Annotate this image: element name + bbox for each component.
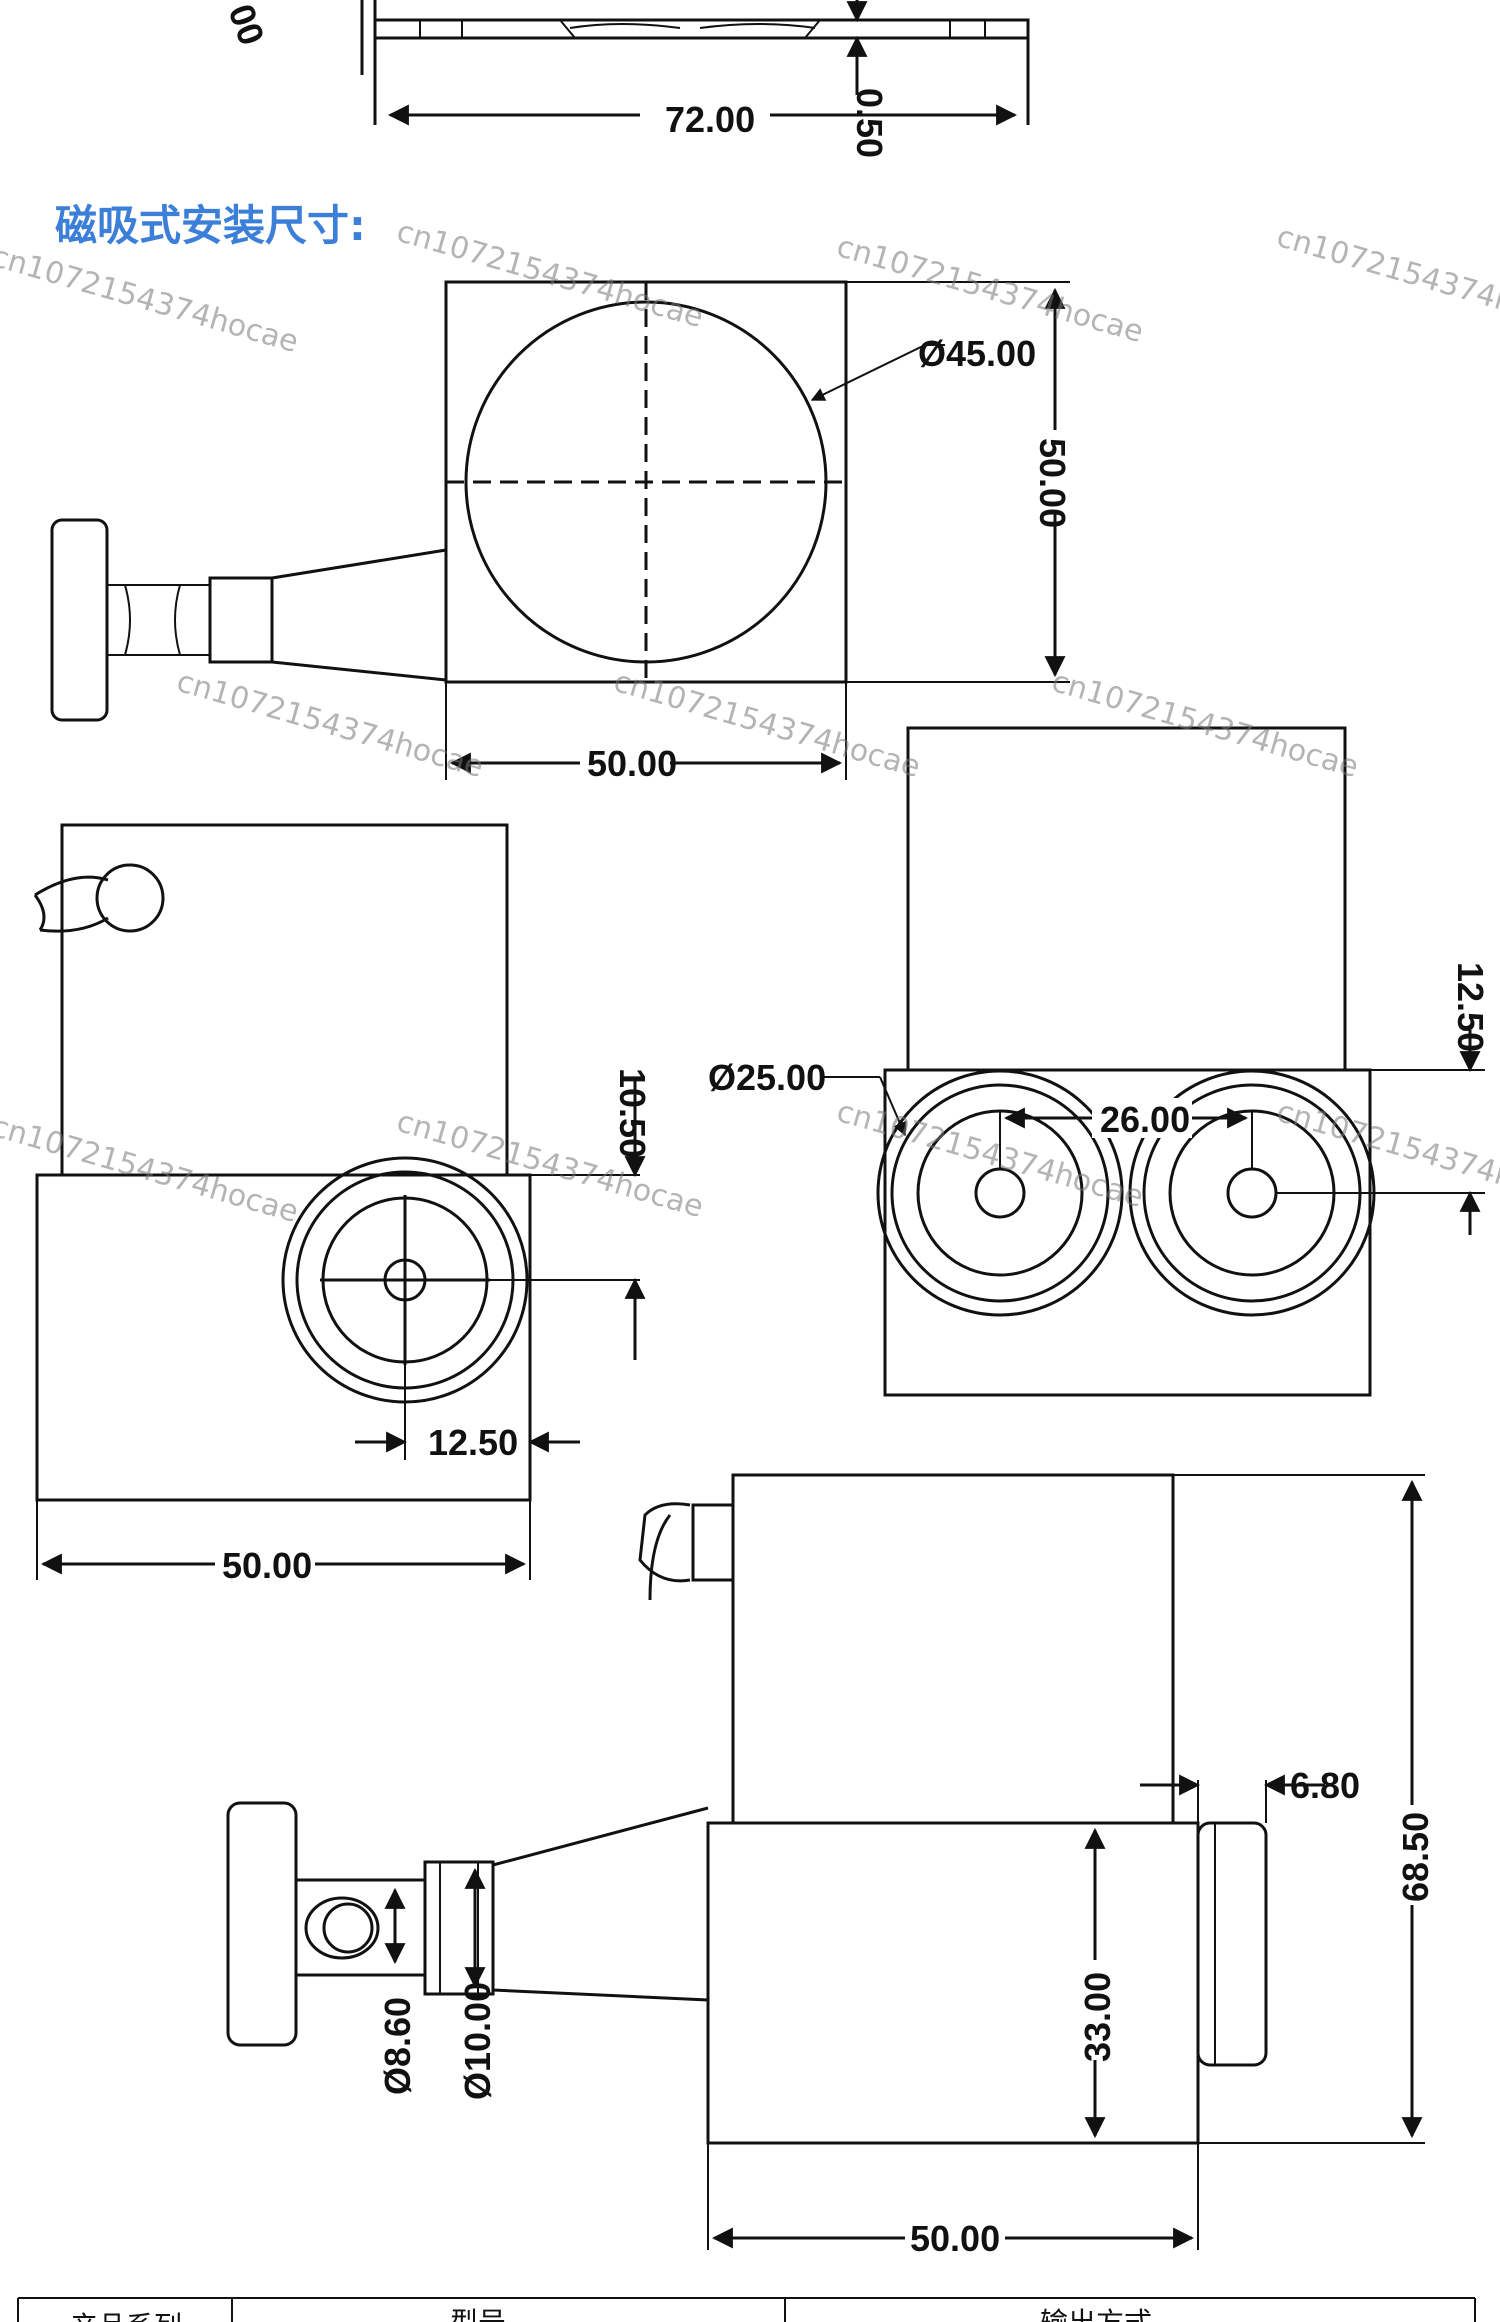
dim-center-height-10-5: 10.50: [612, 1068, 653, 1158]
dim-cable-inner-8-6: Ø8.60: [377, 1997, 418, 2095]
watermark: cn1072154374hocae: [0, 239, 302, 360]
table-header-series: 产品系列: [70, 2310, 182, 2322]
dim-width-50-front: 50.00: [910, 2218, 1000, 2259]
dim-diameter-25: Ø25.00: [708, 1057, 826, 1098]
watermark: cn1072154374hocae: [1273, 219, 1500, 340]
dim-plate-width: 72.00: [665, 99, 755, 140]
table-header-model: 型号: [450, 2306, 506, 2322]
top-view: 50.00 50.00 Ø45.00: [50, 280, 1080, 784]
dim-offset-12-5: 12.50: [428, 1422, 518, 1463]
section-title: 磁吸式安装尺寸:: [55, 201, 366, 250]
watermark: cn1072154374hocae: [173, 664, 487, 785]
cut-label: 00: [220, 0, 272, 50]
dim-cap-6-8: 6.80: [1290, 1765, 1360, 1806]
top-partial-view: 00 72.00 0.50: [220, 0, 1030, 158]
dim-body-height-33: 33.00: [1077, 1972, 1118, 2062]
dim-circle-45: Ø45.00: [918, 333, 1036, 374]
side-view-right: 26.00 Ø25.00 12.50: [708, 726, 1491, 1397]
dim-plate-thickness: 0.50: [849, 88, 890, 158]
front-view: Ø8.60 Ø10.00 33.00 6.80 68.50 50.00: [226, 1473, 1436, 2259]
dim-height-50: 50.00: [1032, 438, 1073, 528]
dim-cable-outer-10: Ø10.00: [457, 1982, 498, 2100]
dim-center-height-12-5: 12.50: [1450, 962, 1491, 1052]
dim-width-50-top: 50.00: [587, 743, 677, 784]
table-header-output: 输出方式: [1040, 2306, 1152, 2322]
dim-spacing-26: 26.00: [1100, 1099, 1190, 1140]
dim-total-height-68-5: 68.50: [1395, 1812, 1436, 1902]
dim-width-50-left: 50.00: [222, 1545, 312, 1586]
spec-table-header: 产品系列 型号 输出方式: [17, 2297, 1476, 2322]
watermark: cn1072154374hocae: [833, 229, 1147, 350]
side-view-left: 10.50 12.50 50.00: [33, 823, 653, 1586]
